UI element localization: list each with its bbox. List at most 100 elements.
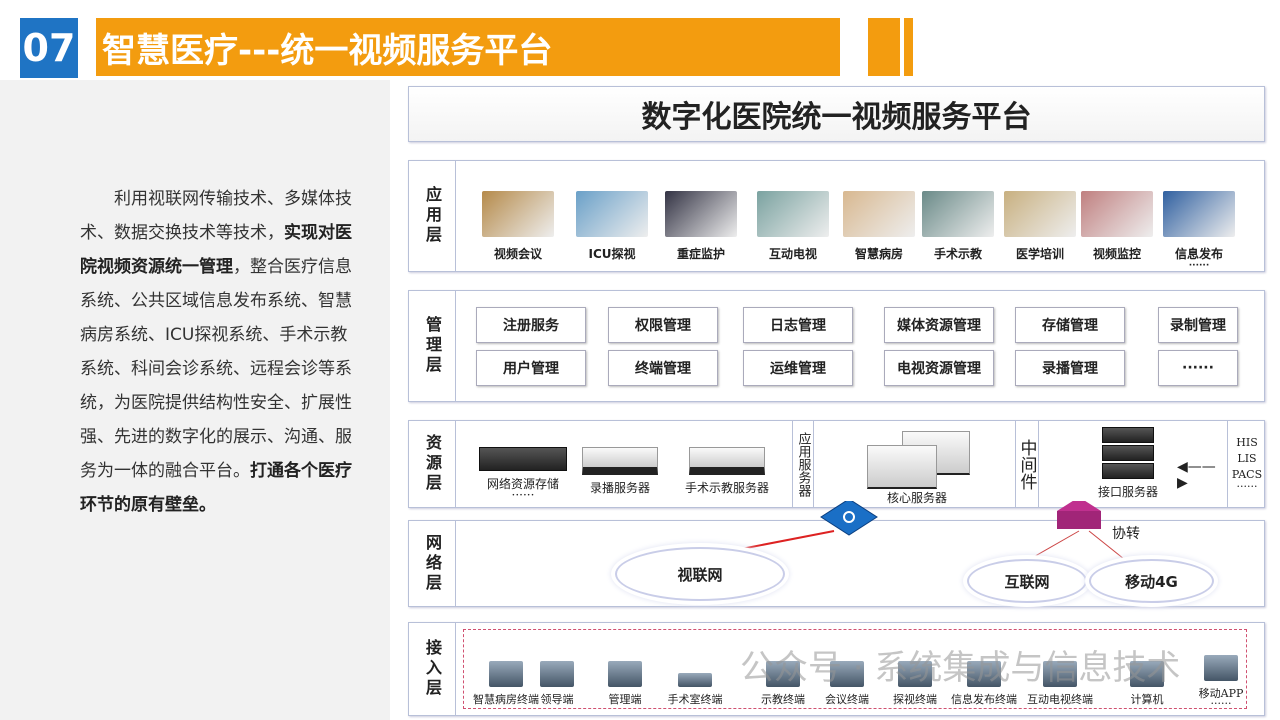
page-title: 智慧医疗---统一视频服务平台 (96, 18, 840, 76)
terminal-device-icon (489, 661, 523, 687)
terminal-label: 信息发布终端 (951, 693, 1017, 706)
section-number: 07 (20, 18, 78, 78)
surgery-server: 手术示教服务器 (677, 447, 777, 496)
more-label: ······ (1188, 261, 1210, 271)
app-label: 视频会议 (493, 247, 542, 261)
app-item: 医学培训 (1004, 191, 1076, 262)
app-item: 智慧病房 (843, 191, 915, 262)
terminal-label: 移动APP (1198, 687, 1244, 700)
layer-label: 网络层 (409, 521, 456, 606)
mgmt-item: 媒体资源管理 (884, 307, 994, 343)
decor-stripe (868, 18, 900, 76)
core-label: 核心服务器 (886, 491, 947, 505)
app-label: 手术示教 (933, 247, 982, 261)
storage-server: 网络资源存储······ (475, 447, 571, 502)
terminal-item: 互动电视终端 (1025, 661, 1095, 707)
management-layer: 管理层 注册服务用户管理权限管理终端管理日志管理运维管理媒体资源管理电视资源管理… (408, 290, 1265, 402)
layer-label: 应用层 (409, 161, 456, 271)
app-image (1081, 191, 1153, 237)
terminal-device-icon (830, 661, 864, 687)
bidirectional-arrow-icon: ◀——▶ (1177, 459, 1216, 491)
terminal-item: 智慧病房终端 (471, 661, 541, 707)
app-item: 视频会议 (482, 191, 554, 262)
mgmt-item: 注册服务 (476, 307, 586, 343)
app-item: 重症监护 (665, 191, 737, 262)
app-image (757, 191, 829, 237)
terminal-label: 互动电视终端 (1027, 693, 1093, 706)
layer-label: 接入层 (409, 623, 456, 715)
mgmt-item: 存储管理 (1015, 307, 1125, 343)
terminal-item: 移动APP······ (1193, 655, 1249, 710)
app-label: 智慧病房 (854, 247, 903, 261)
mgmt-item: 用户管理 (476, 350, 586, 386)
interface-label: 接口服务器 (1097, 485, 1158, 499)
terminal-item: 探视终端 (887, 661, 943, 707)
interface-server: 接口服务器 (1083, 427, 1173, 500)
recorder-server: 录播服务器 (581, 447, 659, 496)
app-item: 互动电视 (757, 191, 829, 262)
pacs-label: PACS (1231, 468, 1263, 481)
terminal-device-icon (1043, 661, 1077, 687)
vnet-cloud: 视联网 (615, 547, 785, 601)
terminal-device-icon (608, 661, 642, 687)
more-label: ······ (511, 488, 535, 502)
desc-bold: 打通各个医疗环节的原有壁垒。 (80, 461, 352, 515)
terminal-label: 领导端 (540, 693, 574, 706)
app-image (665, 191, 737, 237)
app-image (843, 191, 915, 237)
app-label: 医学培训 (1015, 247, 1064, 261)
app-server-label: 应用服务器 (792, 421, 814, 507)
terminal-label: 示教终端 (761, 693, 805, 706)
left-panel (0, 80, 390, 720)
terminal-label: 智慧病房终端 (473, 693, 539, 706)
terminal-label: 管理端 (608, 693, 642, 706)
terminal-device-icon (540, 661, 574, 687)
access-border (463, 629, 1247, 709)
mgmt-item: 电视资源管理 (884, 350, 994, 386)
recorder-label: 录播服务器 (589, 481, 650, 495)
app-label: 互动电视 (768, 247, 817, 261)
terminal-device-icon (766, 661, 800, 687)
terminal-label: 手术室终端 (667, 693, 723, 706)
app-item: ICU探视 (576, 191, 648, 262)
resource-layer: 资源层 网络资源存储······ 录播服务器 手术示教服务器 应用服务器 核心服… (408, 420, 1265, 508)
watermark: 公众号 · 系统集成与信息技术 (740, 648, 1181, 688)
desc-text: ，整合医疗信息系统、公共区域信息发布系统、智慧病房系统、ICU探视系统、手术示教… (80, 257, 352, 481)
terminal-item: 示教终端 (755, 661, 811, 707)
desc-bold: 实现对医院视频资源统一管理 (80, 223, 352, 277)
gateway-label: 协转 (1112, 526, 1140, 542)
more-label: ······ (1210, 697, 1232, 710)
app-label: 重症监护 (676, 247, 725, 261)
app-label: 视频监控 (1092, 247, 1141, 261)
mgmt-item: 运维管理 (743, 350, 853, 386)
network-layer: 网络层 视联网 协转 互联网 移动4G (408, 501, 1265, 607)
terminal-item: 领导端 (529, 661, 585, 707)
surgery-label: 手术示教服务器 (684, 481, 769, 495)
layer-label: 管理层 (409, 291, 456, 401)
mgmt-item: 终端管理 (608, 350, 718, 386)
terminal-label: 会议终端 (825, 693, 869, 706)
terminal-item: 计算机 (1119, 661, 1175, 707)
more-label: ······ (1236, 480, 1258, 493)
diagram-title: 数字化医院统一视频服务平台 (408, 86, 1265, 142)
terminal-item: 会议终端 (819, 661, 875, 707)
mobile-cloud: 移动4G (1089, 559, 1214, 603)
decor-stripe (904, 18, 913, 76)
terminal-device-icon (1204, 655, 1238, 681)
app-item: 视频监控 (1081, 191, 1153, 262)
terminal-device-icon (967, 661, 1001, 687)
internet-cloud: 互联网 (967, 559, 1087, 603)
gateway-icon (1057, 501, 1101, 529)
terminal-device-icon (1130, 661, 1164, 687)
terminal-item: 手术室终端 (667, 673, 723, 707)
terminal-device-icon (898, 661, 932, 687)
app-label: 信息发布 (1174, 247, 1223, 261)
terminal-label: 计算机 (1130, 693, 1164, 706)
router-icon (820, 501, 878, 536)
terminal-label: 探视终端 (893, 693, 937, 706)
lis-label: LIS (1237, 452, 1257, 465)
app-image (576, 191, 648, 237)
mgmt-item: 日志管理 (743, 307, 853, 343)
app-layer: 应用层 视频会议 ICU探视重症监护 互动电视 智慧病房 手术示教 医学培训 视频监控 信息发… (408, 160, 1265, 272)
